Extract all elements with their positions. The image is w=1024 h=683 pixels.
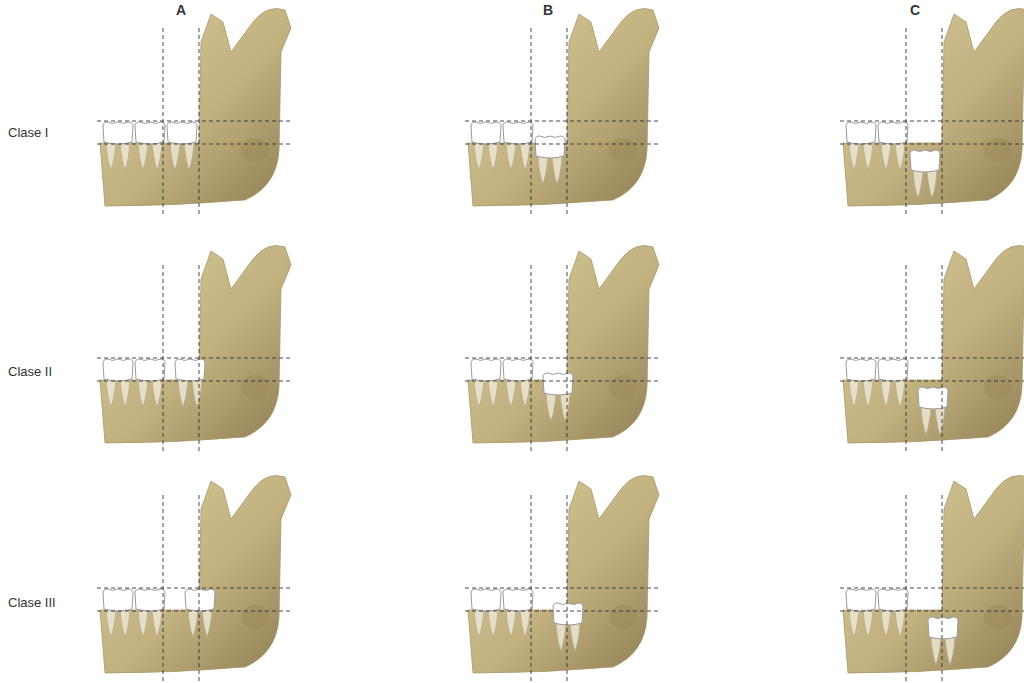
jaw-panel	[465, 9, 659, 217]
jaw-panel	[840, 476, 1024, 683]
column-letter: C	[910, 3, 920, 18]
column-letter: B	[543, 3, 553, 18]
row-label: Clase II	[8, 365, 52, 379]
jaw-panel	[465, 246, 659, 454]
jaw-panel	[840, 246, 1024, 454]
row-label: Clase III	[8, 596, 56, 610]
jaw-panel	[97, 246, 291, 454]
row-label: Clase I	[8, 126, 48, 140]
jaw-panel	[97, 476, 291, 683]
jaw-panel	[840, 9, 1024, 217]
jaw-panel	[97, 9, 291, 217]
column-letter: A	[176, 3, 186, 18]
jaw-panel	[465, 476, 659, 683]
